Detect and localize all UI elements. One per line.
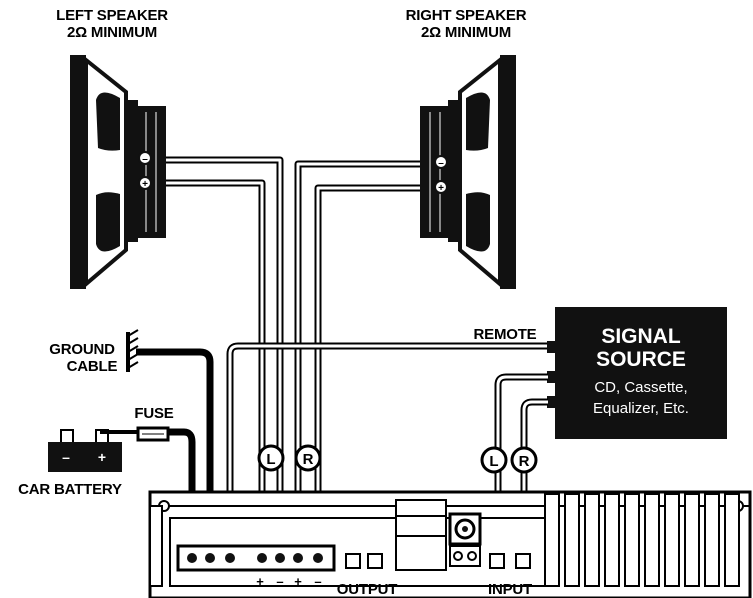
ground-cable-label: GROUND xyxy=(49,341,115,358)
amplifier: + – + – xyxy=(148,490,752,598)
ground-cable xyxy=(126,329,214,555)
heatsink-fins xyxy=(149,493,740,587)
left-speaker-negative-sign: – xyxy=(142,154,148,165)
signal-source-box xyxy=(555,307,727,439)
output-jack-2 xyxy=(367,553,383,569)
signal-source-title-2: SOURCE xyxy=(596,348,686,371)
terminal-polarity-2: – xyxy=(276,574,283,589)
left-speaker-basket xyxy=(126,100,138,242)
input-right-marker-label: R xyxy=(519,453,530,470)
signal-source: SIGNAL SOURCE CD, Cassette, Equalizer, E… xyxy=(547,307,727,439)
amp-input-jack-left xyxy=(489,553,505,569)
left-speaker-rim xyxy=(70,55,86,289)
left-channel-marker xyxy=(257,444,285,472)
input-wires: L R xyxy=(480,373,548,555)
input-jack-right xyxy=(547,396,556,408)
input-right-marker xyxy=(510,446,538,474)
right-speaker-negative-terminal xyxy=(434,155,448,169)
car-battery: – + xyxy=(48,429,122,472)
right-speaker-cone-shade-top xyxy=(466,92,490,151)
right-speaker-rim xyxy=(500,55,516,289)
right-speaker-magnet xyxy=(420,106,448,238)
terminal-block xyxy=(176,544,336,572)
signal-source-title-1: SIGNAL xyxy=(601,325,681,348)
amp-input-jack-right xyxy=(515,553,531,569)
right-speaker-spec: 2Ω MINIMUM xyxy=(421,24,511,41)
right-speaker-basket xyxy=(448,100,460,242)
remote-label: REMOTE xyxy=(474,326,537,343)
right-speaker-negative-sign: – xyxy=(438,158,444,169)
left-speaker: – + xyxy=(70,55,166,289)
right-speaker-positive-sign: + xyxy=(438,183,444,194)
left-speaker-positive-terminal xyxy=(138,176,152,190)
right-speaker-positive-terminal xyxy=(434,180,448,194)
power-wire xyxy=(100,428,196,555)
input-jack-left xyxy=(547,371,556,383)
remote-jack xyxy=(547,341,556,353)
input-left-marker xyxy=(480,446,508,474)
signal-source-subtitle-2: Equalizer, Etc. xyxy=(593,400,689,417)
right-speaker: – + xyxy=(420,55,516,289)
right-speaker-cone-shade-bottom xyxy=(466,192,490,252)
battery-plus-sign: + xyxy=(98,449,106,465)
speaker-channel-markers: L R xyxy=(257,444,322,472)
left-speaker-label: LEFT SPEAKER xyxy=(56,7,168,24)
fuse xyxy=(136,426,170,442)
right-channel-marker xyxy=(294,444,322,472)
terminal-screws xyxy=(187,553,323,563)
left-speaker-negative-terminal xyxy=(138,151,152,165)
left-speaker-cone-shade-bottom xyxy=(96,192,120,252)
left-speaker-positive-sign: + xyxy=(142,179,148,190)
input-left-marker-label: L xyxy=(489,453,498,470)
terminal-polarity-1: + xyxy=(256,574,264,589)
fuse-label: FUSE xyxy=(134,405,173,422)
battery-minus-sign: – xyxy=(62,449,70,465)
left-speaker-spec: 2Ω MINIMUM xyxy=(67,24,157,41)
car-battery-label: CAR BATTERY xyxy=(18,481,122,498)
signal-source-subtitle-1: CD, Cassette, xyxy=(594,379,687,396)
terminal-polarity-3: + xyxy=(294,574,302,589)
left-speaker-magnet xyxy=(138,106,166,238)
output-jack-1 xyxy=(345,553,361,569)
right-channel-marker-label: R xyxy=(303,451,314,468)
left-channel-marker-label: L xyxy=(266,451,275,468)
output-label: OUTPUT xyxy=(337,581,398,598)
speaker-wires xyxy=(166,156,420,555)
right-speaker-label: RIGHT SPEAKER xyxy=(406,7,527,24)
battery-body xyxy=(48,442,122,472)
terminal-polarity-4: – xyxy=(314,574,321,589)
left-speaker-cone-shade-top xyxy=(96,92,120,151)
input-label: INPUT xyxy=(488,581,532,598)
ground-cable-label-2: CABLE xyxy=(67,358,118,375)
